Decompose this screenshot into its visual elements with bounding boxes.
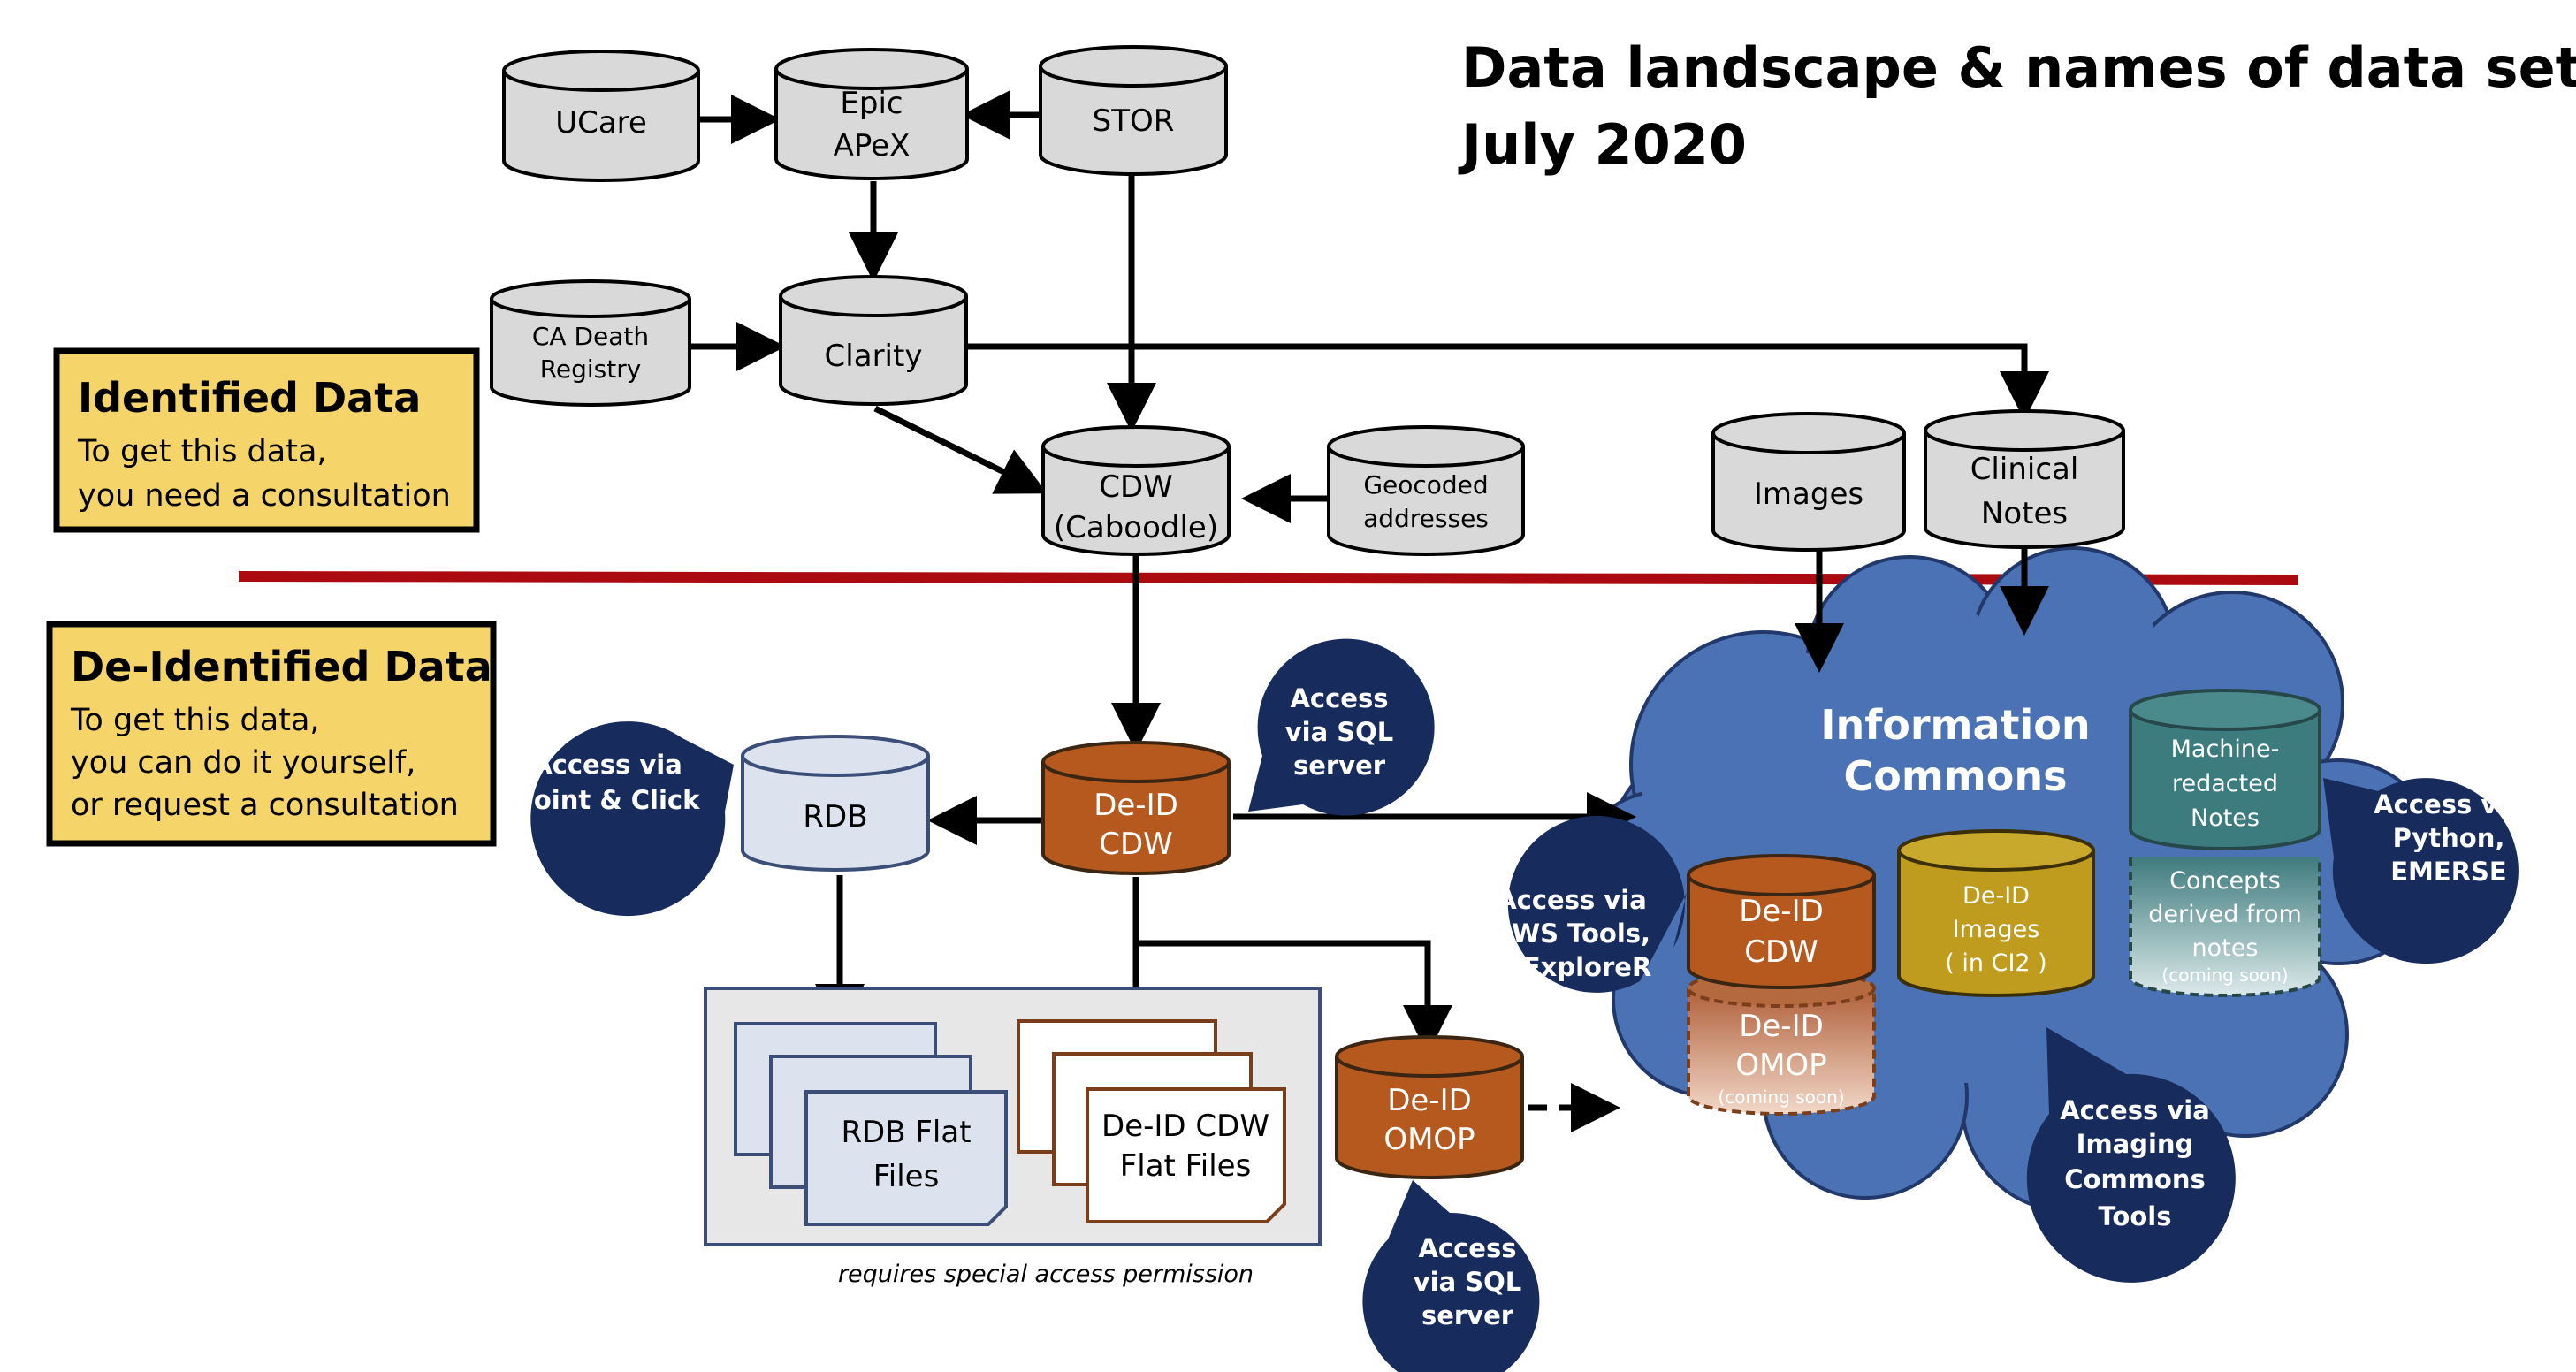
deid-cdw-label-line-1: De-ID	[1094, 788, 1178, 823]
clarity-label: Clarity	[825, 339, 923, 374]
commons-concepts-label-line-4: (coming soon)	[2161, 964, 2288, 986]
access-python-emerse-drop: Access via Python, EMERSE	[2323, 778, 2524, 964]
deid-omop-label-line-1: De-ID	[1387, 1083, 1472, 1118]
flat-files-panel: RDB Flat Files De-ID CDW Flat Files	[704, 987, 1322, 1246]
access-aws-line-3: PtExploreR	[1492, 952, 1652, 982]
commons-deid-omop-label-line-1: De-ID	[1739, 1009, 1824, 1044]
rdb-flat-files-label-line-1: RDB Flat	[841, 1115, 971, 1150]
legend-identified-data: Identified Data To get this data, you ne…	[53, 347, 480, 533]
access-imaging-line-2: Imaging	[2077, 1129, 2194, 1159]
clinical-notes-label-line-1: Clinical	[1970, 452, 2079, 487]
rdb-cylinder: RDB	[741, 735, 930, 872]
epic-apex-cylinder: Epic APeX	[774, 48, 969, 180]
deid-cdw-flat-files-label-line-2: Flat Files	[1120, 1148, 1252, 1184]
clarity-cylinder: Clarity	[779, 275, 968, 406]
deid-cdw-cylinder: De-ID CDW	[1041, 741, 1231, 875]
access-point-and-click-drop: Access via Point & Click	[515, 721, 734, 917]
commons-concepts-label-line-2: derived from	[2148, 901, 2302, 928]
legend-deidentified-heading: De-Identified Data	[71, 643, 492, 690]
cdw-caboodle-label-line-1: CDW	[1099, 469, 1173, 505]
access-imaging-line-1: Access via	[2060, 1095, 2210, 1125]
commons-deid-images-label-line-1: De-ID	[1962, 882, 2030, 910]
commons-deid-omop-label-line-3: (coming soon)	[1718, 1086, 1844, 1108]
deid-cdw-flat-files-label-line-1: De-ID CDW	[1101, 1109, 1269, 1144]
epic-apex-label-line-2: APeX	[834, 128, 911, 164]
access-sql-top-line-2: via SQL	[1285, 717, 1394, 747]
access-point-click-line-2: Point & Click	[515, 785, 700, 815]
legend-identified-line-2: you need a consultation	[78, 478, 451, 514]
stor-label: STOR	[1093, 103, 1175, 139]
special-access-caption: requires special access permission	[838, 1261, 1254, 1288]
images-cylinder: Images	[1711, 412, 1906, 552]
access-python-line-3: EMERSE	[2390, 857, 2507, 887]
rdb-flat-files-label-line-2: Files	[873, 1159, 940, 1194]
ucare-cylinder: UCare	[502, 50, 700, 182]
geocoded-addresses-label-line-2: addresses	[1363, 504, 1489, 533]
clinical-notes-label-line-2: Notes	[1981, 496, 2068, 531]
legend-deidentified-data: De-Identified Data To get this data, you…	[46, 621, 497, 847]
legend-deidentified-line-1: To get this data,	[70, 703, 320, 738]
deid-omop-label-line-2: OMOP	[1383, 1122, 1475, 1157]
access-sql-top-line-3: server	[1293, 751, 1386, 781]
commons-deid-cdw-label-line-2: CDW	[1744, 934, 1818, 970]
commons-title-line-2: Commons	[1844, 752, 2068, 800]
diagram-title-line-2: July 2020	[1458, 112, 1747, 177]
images-label: Images	[1754, 476, 1863, 512]
cdw-caboodle-cylinder: CDW (Caboodle)	[1041, 425, 1231, 556]
clinical-notes-cylinder: Clinical Notes	[1924, 409, 2125, 549]
access-aws-line-2: AWS Tools,	[1493, 918, 1650, 949]
identified-deidentified-divider	[238, 571, 2299, 585]
rdb-flat-files-stack: RDB Flat Files	[734, 1022, 1008, 1226]
access-sql-server-bottom-drop: Access via SQL server	[1362, 1180, 1540, 1372]
access-aws-tools-drop: Access via AWS Tools, PtExploreR	[1492, 815, 1687, 993]
diagram-title-line-1: Data landscape & names of data sets	[1461, 35, 2576, 100]
commons-notes-label-line-1: Machine-	[2171, 736, 2280, 763]
access-sql-top-line-1: Access	[1290, 683, 1388, 713]
commons-deid-images-cylinder: De-ID Images ( in CI2 )	[1897, 829, 2095, 997]
legend-identified-line-1: To get this data,	[77, 434, 327, 469]
epic-apex-label-line-1: Epic	[840, 86, 903, 121]
commons-machine-redacted-notes-cylinder: Machine- redacted Notes	[2129, 689, 2321, 850]
legend-deidentified-line-2: you can do it yourself,	[71, 745, 415, 781]
connector-arrows	[690, 90, 2049, 1132]
access-point-click-line-1: Access via	[532, 750, 682, 780]
legend-identified-heading: Identified Data	[78, 374, 421, 422]
commons-deid-omop-cylinder: De-ID OMOP (coming soon)	[1687, 969, 1876, 1116]
commons-deid-images-label-line-3: ( in CI2 )	[1945, 949, 2046, 977]
commons-title-line-1: Information	[1820, 701, 2090, 749]
access-imaging-line-4: Tools	[2099, 1201, 2172, 1231]
ca-death-registry-cylinder: CA Death Registry	[490, 279, 691, 407]
access-imaging-line-3: Commons	[2064, 1164, 2205, 1194]
ucare-label: UCare	[555, 105, 647, 141]
commons-notes-label-line-2: redacted	[2172, 770, 2278, 797]
legend-deidentified-line-3: or request a consultation	[71, 788, 459, 823]
commons-concepts-label-line-3: notes	[2192, 934, 2259, 962]
geocoded-addresses-label-line-1: Geocoded	[1363, 470, 1488, 499]
access-python-line-1: Access via	[2374, 789, 2524, 819]
stor-cylinder: STOR	[1039, 45, 1228, 176]
commons-deid-omop-label-line-2: OMOP	[1735, 1048, 1826, 1083]
access-aws-line-1: Access via	[1497, 885, 1647, 915]
commons-concepts-label-line-1: Concepts	[2169, 867, 2281, 895]
deid-omop-cylinder: De-ID OMOP	[1335, 1035, 1524, 1179]
access-imaging-commons-drop: Access via Imaging Commons Tools	[2026, 1027, 2236, 1283]
ca-death-registry-label-line-1: CA Death	[532, 322, 649, 351]
commons-concepts-cylinder: Concepts derived from notes (coming soon…	[2129, 858, 2321, 997]
ca-death-registry-label-line-2: Registry	[540, 354, 642, 384]
cdw-caboodle-label-line-2: (Caboodle)	[1054, 510, 1218, 545]
deid-cdw-flat-files-stack: De-ID CDW Flat Files	[1017, 1019, 1286, 1223]
access-sql-bottom-line-3: server	[1421, 1300, 1514, 1330]
access-sql-server-top-drop: Access via SQL server	[1248, 638, 1435, 816]
access-sql-bottom-line-1: Access	[1418, 1233, 1516, 1263]
commons-deid-images-label-line-2: Images	[1953, 916, 2040, 943]
geocoded-addresses-cylinder: Geocoded addresses	[1327, 425, 1525, 556]
access-python-line-2: Python,	[2393, 823, 2505, 853]
commons-deid-cdw-cylinder: De-ID CDW	[1687, 854, 1876, 989]
access-sql-bottom-line-2: via SQL	[1414, 1267, 1522, 1297]
commons-notes-label-line-3: Notes	[2191, 804, 2260, 832]
rdb-label: RDB	[803, 799, 867, 835]
deid-cdw-label-line-2: CDW	[1099, 827, 1173, 862]
commons-deid-cdw-label-line-1: De-ID	[1739, 894, 1824, 929]
